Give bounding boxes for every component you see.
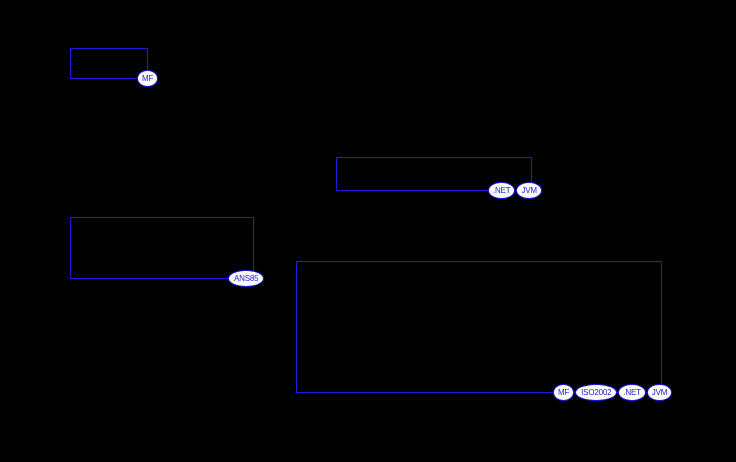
- platform-badge[interactable]: .NET: [618, 384, 646, 401]
- diagram-node[interactable]: [296, 261, 662, 393]
- diagram-node[interactable]: [70, 217, 254, 279]
- node-label: [71, 49, 147, 78]
- platform-badge[interactable]: ISO2002: [575, 384, 618, 401]
- platform-badge[interactable]: .NET: [488, 182, 516, 199]
- node-label: [297, 262, 661, 392]
- diagram-node[interactable]: [70, 48, 148, 79]
- platform-badge[interactable]: MF: [137, 70, 159, 87]
- platform-badge[interactable]: JVM: [646, 384, 673, 401]
- platform-badge[interactable]: MF: [553, 384, 575, 401]
- node-badge-group: ANS85: [228, 270, 265, 287]
- node-label: [71, 218, 253, 278]
- platform-badge[interactable]: ANS85: [228, 270, 265, 287]
- platform-badge[interactable]: JVM: [516, 182, 542, 199]
- node-badge-group: MF: [137, 70, 159, 87]
- diagram-node[interactable]: [336, 157, 532, 191]
